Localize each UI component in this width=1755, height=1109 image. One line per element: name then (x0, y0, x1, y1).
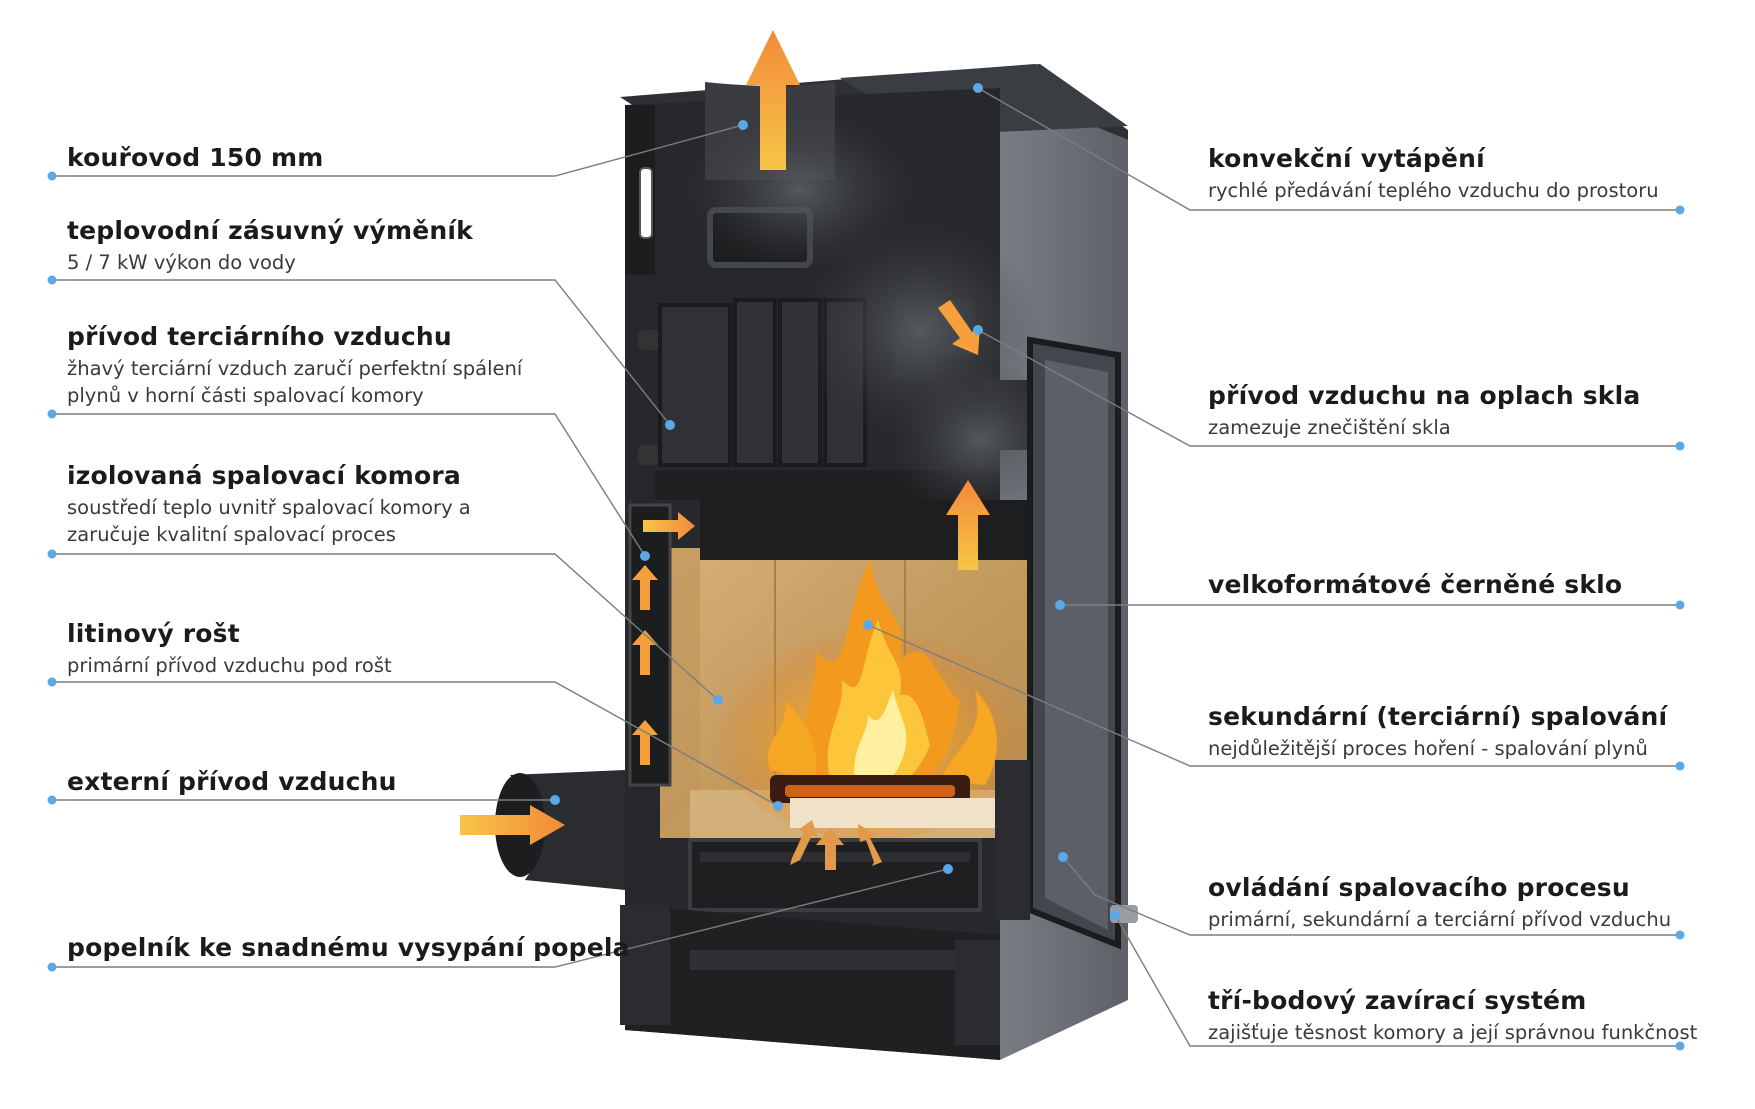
marker-glass-air-right (1675, 441, 1685, 451)
marker-grate-left (47, 677, 57, 687)
leader-control (1062, 856, 1680, 936)
label-title: konvekční vytápění (1208, 144, 1485, 173)
leader-secondary (867, 624, 1680, 767)
label-description: soustředí teplo uvnitř spalovací komory … (67, 494, 471, 548)
label-description: žhavý terciární vzduch zaručí perfektní … (67, 355, 522, 409)
marker-control-right (1675, 930, 1685, 940)
leader-convection (977, 87, 1680, 211)
label-title: popelník ke snadnému vysypání popela (67, 933, 630, 962)
glass-rinse-arrow (938, 300, 980, 355)
secondary-air-arrow (946, 480, 990, 570)
leader-tertiary (52, 413, 646, 557)
marker-exchanger (665, 420, 675, 430)
marker-glass-right (1675, 600, 1685, 610)
label-title: přívod terciárního vzduchu (67, 322, 452, 351)
label-title: izolovaná spalovací komora (67, 461, 461, 490)
leader-exchanger (52, 279, 671, 426)
marker-glass (1055, 600, 1065, 610)
label-chamber: izolovaná spalovací komora soustředí tep… (67, 461, 471, 548)
label-description: nejdůležitější proces hoření - spalování… (1208, 737, 1648, 760)
label-description: primární, sekundární a terciární přívod … (1208, 908, 1672, 931)
label-flue: kouřovod 150 mm (67, 143, 324, 172)
marker-convection-right (1675, 205, 1685, 215)
stove-base (625, 905, 1000, 1060)
marker-secondary (863, 620, 873, 630)
label-description: primární přívod vzduchu pod rošt (67, 654, 392, 677)
label-exchanger: teplovodní zásuvný výměník 5 / 7 kW výko… (67, 216, 473, 276)
label-lock: tří-bodový zavírací systém zajišťuje těs… (1208, 986, 1697, 1046)
marker-convection (973, 83, 983, 93)
marker-secondary-right (1675, 761, 1685, 771)
marker-chamber-left (47, 549, 57, 559)
label-title: litinový rošt (67, 619, 240, 648)
leader-ashpan (52, 868, 949, 968)
label-convection: konvekční vytápění rychlé předávání tepl… (1208, 144, 1659, 204)
marker-glass-air (973, 325, 983, 335)
label-control: ovládání spalovacího procesu primární, s… (1208, 873, 1671, 933)
label-glass: velkoformátové černěné sklo (1208, 570, 1622, 599)
tertiary-air-arrow (643, 512, 695, 540)
marker-ashpan (943, 864, 953, 874)
leader-chamber (52, 553, 719, 701)
label-glass-air: přívod vzduchu na oplach skla zamezuje z… (1208, 381, 1640, 441)
markers (47, 83, 1685, 1051)
marker-control (1058, 852, 1068, 862)
marker-lock-right (1675, 1041, 1685, 1051)
label-title: externí přívod vzduchu (67, 767, 397, 796)
marker-lock (1110, 910, 1120, 920)
label-title: tří-bodový zavírací systém (1208, 986, 1587, 1015)
leader-lock (1114, 914, 1680, 1047)
label-secondary: sekundární (terciární) spalování nejdůle… (1208, 702, 1667, 762)
label-tertiary-air: přívod terciárního vzduchu žhavý terciár… (67, 322, 522, 409)
leader-grate (52, 681, 779, 807)
label-title: teplovodní zásuvný výměník (67, 216, 473, 245)
label-description: zajišťuje těsnost komory a její správnou… (1208, 1021, 1698, 1044)
label-description: zamezuje znečištění skla (1208, 416, 1451, 439)
label-external-air: externí přívod vzduchu (67, 767, 397, 796)
marker-flue (738, 120, 748, 130)
label-description-line: zaručuje kvalitní spalovací proces (67, 523, 396, 546)
label-title: kouřovod 150 mm (67, 143, 324, 172)
flames (767, 560, 997, 788)
marker-ashpan-left (47, 962, 57, 972)
label-description-line: soustředí teplo uvnitř spalovací komory … (67, 496, 471, 519)
label-title: sekundární (terciární) spalování (1208, 702, 1668, 731)
marker-external-left (47, 795, 57, 805)
exhaust-arrow (746, 30, 800, 170)
label-title: ovládání spalovacího procesu (1208, 873, 1630, 902)
external-air-arrow (460, 805, 565, 845)
label-description-line: plynů v horní části spalovací komory (67, 384, 424, 407)
label-ashpan: popelník ke snadnému vysypání popela (67, 933, 630, 962)
label-title: přívod vzduchu na oplach skla (1208, 381, 1641, 410)
marker-chamber (713, 695, 723, 705)
marker-tertiary (640, 551, 650, 561)
label-description-line: žhavý terciární vzduch zaručí perfektní … (67, 357, 523, 380)
airflow-arrows (460, 30, 990, 870)
marker-external (550, 795, 560, 805)
leader-lines (52, 87, 1680, 1047)
marker-grate (773, 801, 783, 811)
label-title: velkoformátové černěné sklo (1208, 570, 1623, 599)
marker-flue-left (47, 171, 57, 181)
marker-tertiary-left (47, 409, 57, 419)
stove-body (495, 64, 1138, 1060)
marker-exchanger-left (47, 275, 57, 285)
leader-flue (52, 124, 744, 177)
label-description: 5 / 7 kW výkon do vody (67, 251, 296, 274)
label-grate: litinový rošt primární přívod vzduchu po… (67, 619, 392, 679)
label-description: rychlé předávání teplého vzduchu do pros… (1208, 179, 1659, 202)
leader-glass-air (977, 329, 1680, 447)
